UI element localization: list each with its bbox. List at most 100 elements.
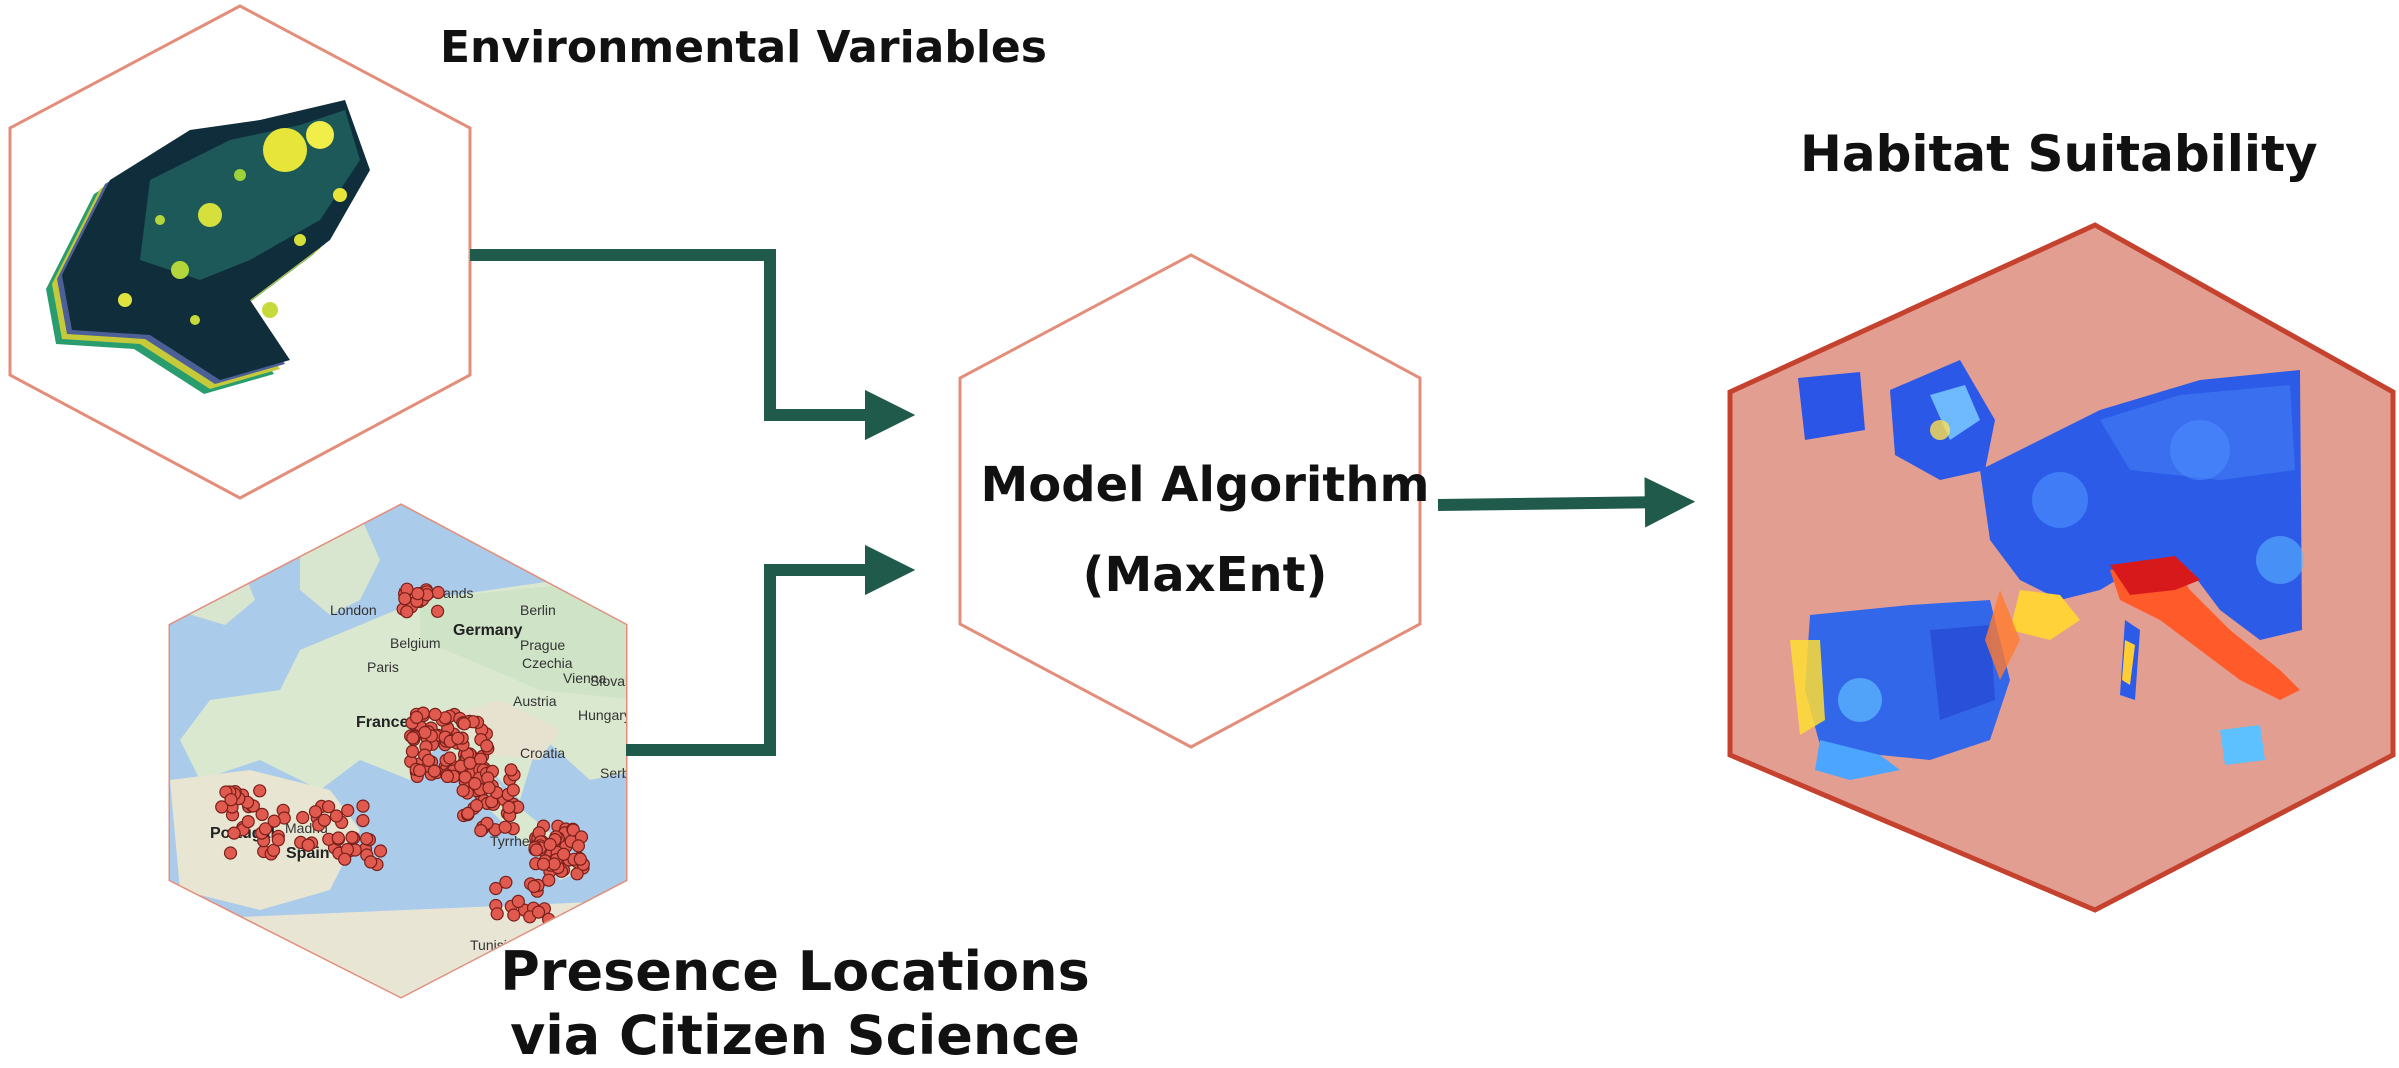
- habitat-suitability-node: [1727, 222, 2396, 913]
- presence-locations-title: Presence Locations via Citizen Science: [465, 940, 1125, 1068]
- model-algorithm-line2: (MaxEnt): [1082, 547, 1328, 603]
- presence-locations-line1: Presence Locations: [500, 940, 1090, 1003]
- occurrence-dot: [308, 805, 323, 819]
- occurrence-dot: [428, 707, 442, 722]
- occurrence-dot: [531, 905, 546, 919]
- map-label-germany: Germany: [453, 622, 522, 639]
- occurrence-dot: [527, 879, 541, 894]
- arrow-presence-to-model: [626, 544, 916, 756]
- occurrence-dot: [443, 751, 457, 765]
- occurrence-dot: [490, 907, 504, 921]
- occurrence-dot: [329, 809, 343, 823]
- occurrence-dot: [431, 604, 445, 618]
- model-algorithm-label: Model Algorithm (MaxEnt): [955, 440, 1455, 620]
- occurrence-dot: [498, 820, 512, 834]
- occurrence-dot: [215, 800, 229, 814]
- presence-locations-line2: via Citizen Science: [510, 1004, 1080, 1067]
- map-label-spain: Spain: [286, 845, 330, 862]
- occurrence-dot: [241, 814, 255, 829]
- map-label-ireland: reland: [178, 582, 217, 598]
- map-label-croatia: Croatia: [520, 745, 565, 761]
- occurrence-dot: [507, 908, 521, 922]
- occurrence-dot: [431, 585, 445, 600]
- map-label-belgium: Belgium: [390, 635, 441, 651]
- occurrence-dot: [373, 844, 388, 858]
- occurrence-dot: [356, 813, 370, 828]
- arrow-model-to-habitat: [1437, 477, 1696, 528]
- occurrence-dot: [504, 763, 518, 777]
- occurrence-dot: [296, 810, 310, 825]
- occurrence-dot: [253, 784, 267, 798]
- map-label-berlin: Berlin: [520, 602, 556, 618]
- occurrence-dot: [422, 753, 436, 768]
- occurrence-dot: [364, 855, 378, 869]
- map-label-prague: Prague: [520, 637, 565, 653]
- occurrence-dot: [542, 873, 556, 887]
- occurrence-dot: [255, 807, 269, 822]
- map-label-france: France: [356, 714, 409, 731]
- map-label-hungary: Hungary: [578, 707, 631, 723]
- occurrence-dot: [573, 852, 587, 866]
- occurrence-dot: [400, 605, 414, 619]
- map-label-london: London: [330, 602, 377, 618]
- occurrence-dot: [398, 592, 412, 606]
- occurrence-dot: [511, 894, 525, 909]
- occurrence-dot: [571, 839, 586, 853]
- occurrence-dot: [338, 852, 352, 866]
- map-label-paris: Paris: [367, 659, 399, 675]
- habitat-suitability-title: Habitat Suitability: [1800, 125, 2318, 183]
- environmental-variables-title: Environmental Variables: [440, 22, 1047, 73]
- map-label-vienna: Vienna: [563, 670, 607, 686]
- europe-occurrence-map-icon: ngdom reland London Netherlands Germany …: [170, 505, 633, 997]
- arrow-env-to-model: [470, 249, 916, 441]
- occurrence-dot: [427, 764, 441, 778]
- occurrence-dot: [480, 739, 494, 753]
- occurrence-dot: [506, 783, 520, 797]
- habitat-suitability-heatmap-icon: [1790, 360, 2304, 780]
- occurrence-dot: [360, 832, 374, 846]
- occurrence-dot: [536, 857, 551, 871]
- occurrence-dot: [468, 776, 482, 791]
- occurrence-dot: [470, 798, 484, 813]
- map-label-slovakia: Slovak: [590, 673, 633, 689]
- occurrence-dots: [215, 582, 590, 926]
- map-label-serbia: Serb: [600, 765, 630, 781]
- occurrence-dot: [271, 833, 285, 847]
- occurrence-dot: [341, 803, 355, 818]
- occurrence-dot: [456, 783, 470, 798]
- stacked-raster-layers-icon: [46, 100, 370, 394]
- occurrence-dot: [331, 831, 345, 845]
- presence-locations-node: ngdom reland London Netherlands Germany …: [168, 503, 633, 999]
- occurrence-dot: [474, 823, 488, 838]
- occurrence-dot: [457, 717, 471, 731]
- model-algorithm-hexagon: [958, 253, 1422, 749]
- map-label-austria: Austria: [513, 693, 557, 709]
- occurrence-dot: [356, 799, 370, 813]
- occurrence-dot: [451, 731, 465, 745]
- occurrence-dot: [413, 763, 427, 778]
- occurrence-dot: [411, 586, 425, 601]
- occurrence-dot: [458, 770, 472, 784]
- model-algorithm-line1: Model Algorithm: [980, 457, 1430, 513]
- occurrence-dot: [267, 814, 281, 828]
- occurrence-dot: [529, 843, 544, 857]
- environmental-variables-node: [8, 4, 472, 500]
- occurrence-dot: [317, 813, 331, 827]
- occurrence-dot: [223, 846, 238, 860]
- map-label-czechia: Czechia: [522, 655, 573, 671]
- occurrence-dot: [543, 837, 557, 852]
- occurrence-dot: [418, 725, 432, 740]
- occurrence-dot: [461, 806, 475, 821]
- occurrence-dot: [499, 875, 513, 889]
- occurrence-dot: [224, 793, 238, 807]
- occurrence-dot: [345, 830, 359, 845]
- occurrence-dot: [556, 847, 571, 861]
- occurrence-dot: [406, 731, 420, 745]
- occurrence-dot: [482, 781, 496, 795]
- occurrence-dot: [301, 838, 315, 852]
- occurrence-dot: [322, 800, 336, 814]
- occurrence-dot: [405, 744, 419, 759]
- occurrence-dot: [258, 822, 273, 836]
- occurrence-dot: [489, 881, 503, 896]
